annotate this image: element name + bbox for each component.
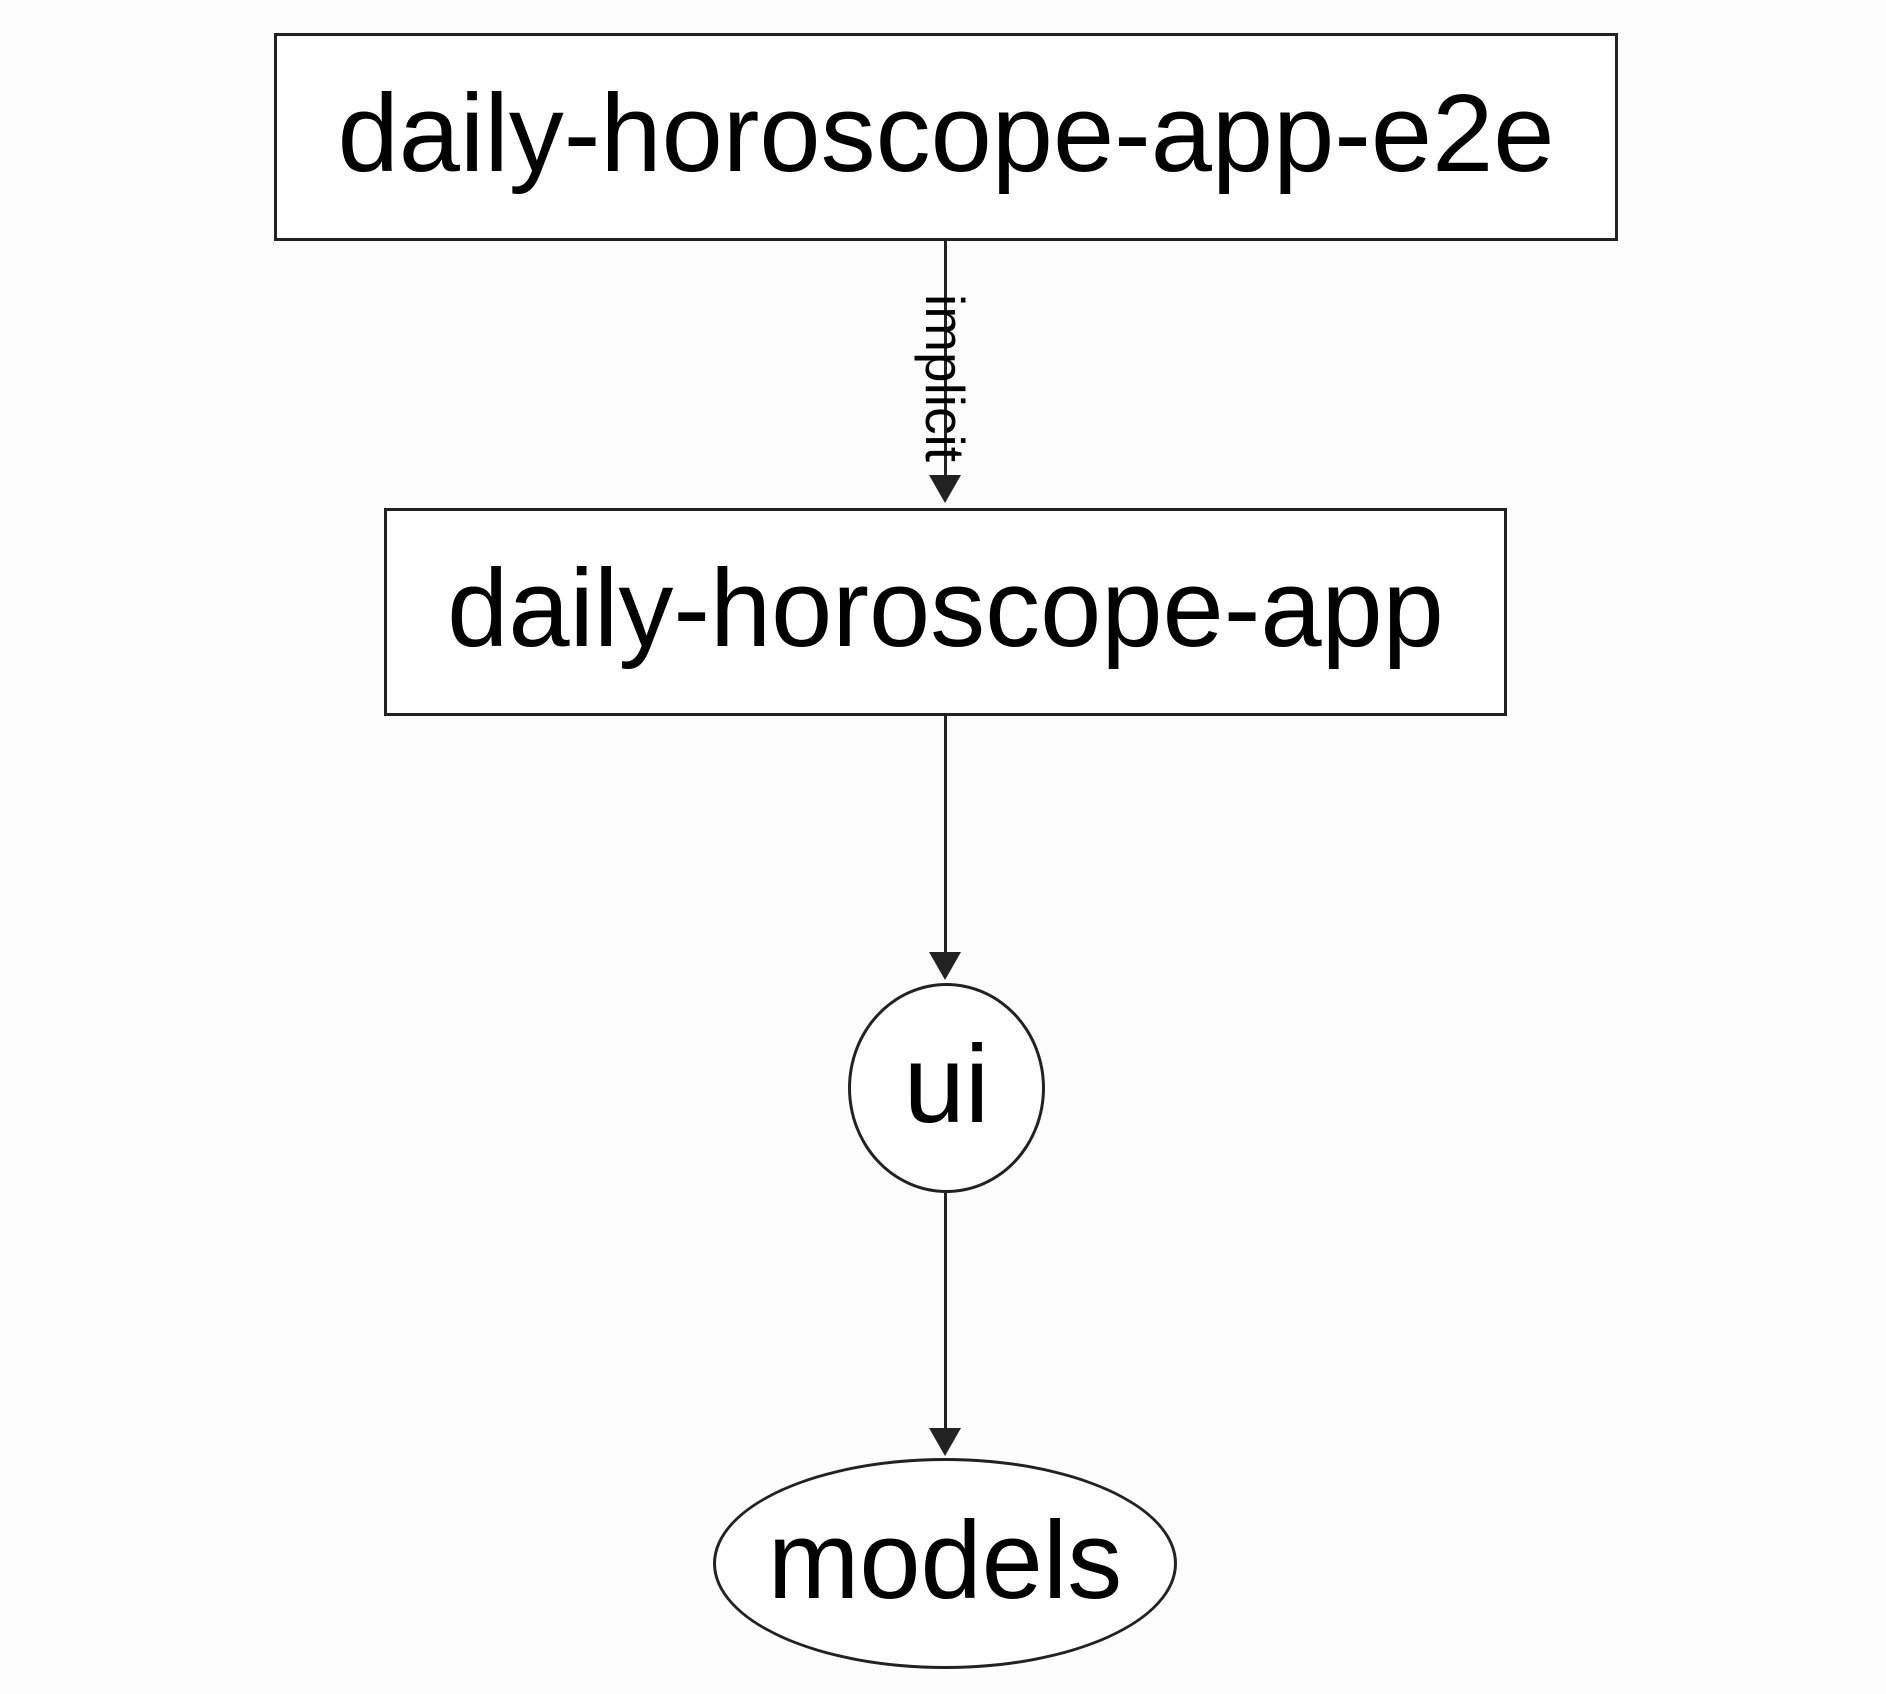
edge-line-app-to-ui (944, 716, 947, 954)
node-daily-horoscope-app[interactable]: daily-horoscope-app (384, 508, 1507, 716)
edge-label-implicit: implicit (914, 293, 977, 463)
node-daily-horoscope-app-e2e[interactable]: daily-horoscope-app-e2e (274, 33, 1618, 241)
edge-line-e2e-to-app (944, 241, 947, 477)
node-ui-label: ui (903, 1023, 990, 1146)
node-models[interactable]: models (713, 1458, 1177, 1669)
node-daily-horoscope-app-e2e-label: daily-horoscope-app-e2e (337, 72, 1555, 195)
node-daily-horoscope-app-label: daily-horoscope-app (447, 547, 1444, 670)
node-models-label: models (767, 1498, 1123, 1622)
node-ui[interactable]: ui (848, 983, 1045, 1193)
arrowhead-icon (929, 1428, 961, 1456)
arrowhead-icon (929, 475, 961, 503)
arrowhead-icon (929, 952, 961, 980)
edge-line-ui-to-models (944, 1193, 947, 1430)
